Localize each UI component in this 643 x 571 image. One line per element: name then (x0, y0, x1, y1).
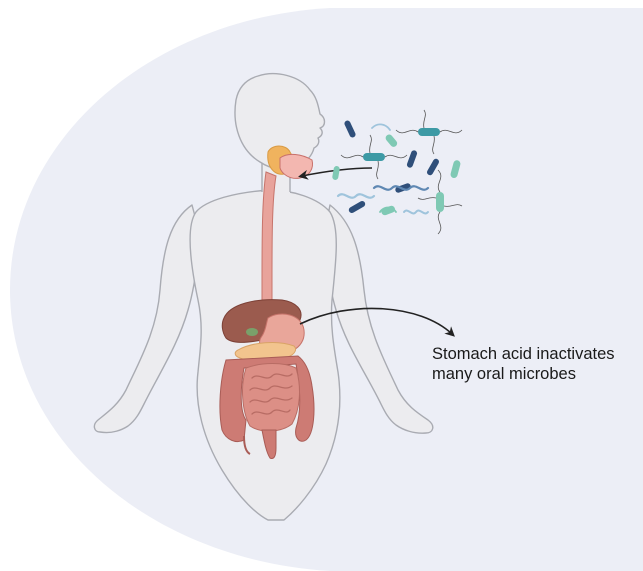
caption-line-2: many oral microbes (432, 364, 637, 384)
caption-line-1: Stomach acid inactivates (432, 344, 637, 364)
small-intestine (243, 364, 300, 432)
stomach-acid-caption: Stomach acid inactivates many oral micro… (432, 344, 637, 384)
gallbladder (246, 328, 258, 336)
